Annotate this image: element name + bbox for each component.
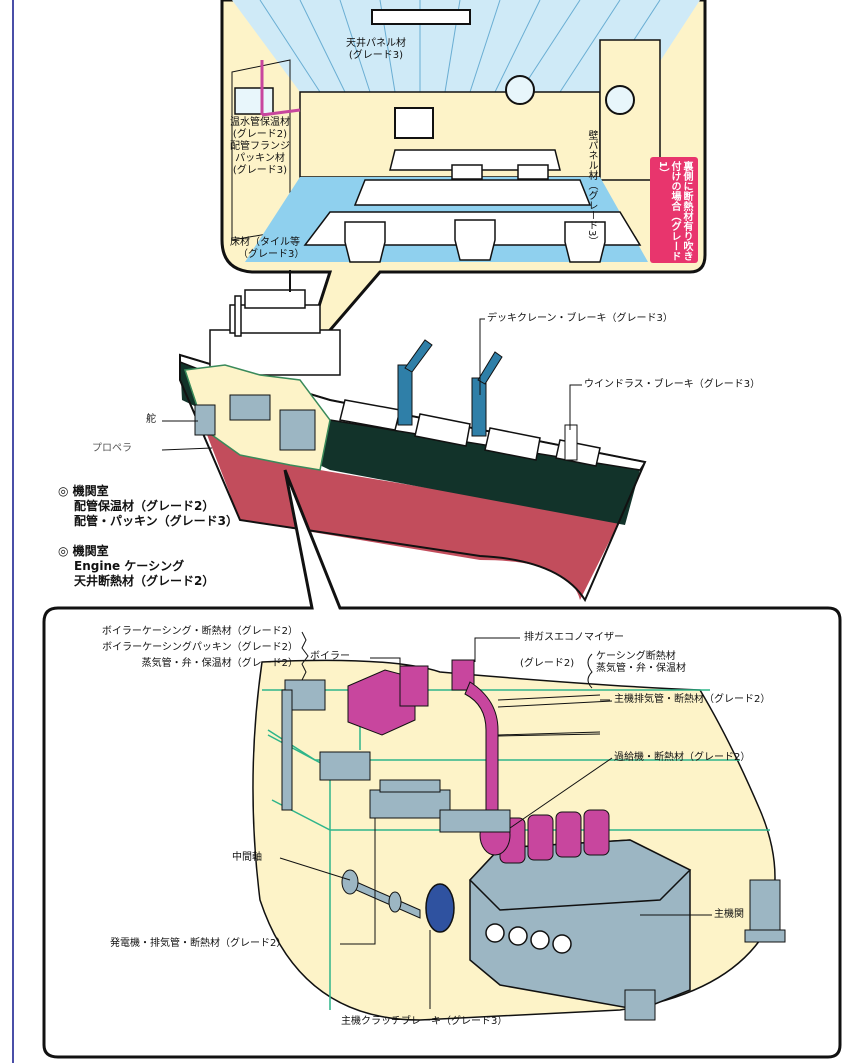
windlass-label: ウインドラス・ブレーキ（グレード3）	[584, 379, 761, 390]
main-engine-label: 主機関	[714, 909, 744, 920]
economizer-steam-pipe: 蒸気管・弁・保温材	[596, 663, 686, 674]
clutch-disc	[425, 883, 455, 933]
deck-crane-label: デッキクレーン・ブレーキ（グレード3）	[487, 313, 673, 324]
turbocharger-label: 過給機・断熱材（グレード2）	[614, 752, 751, 763]
left-border-rule	[12, 0, 14, 1063]
engine-room-note-2-line-2: 天井断熱材（グレード2）	[74, 574, 215, 588]
engine-room-note-2: ◎ 機関室 Engine ケーシング 天井断熱材（グレード2）	[58, 544, 214, 589]
boiler-casing-packing: ボイラーケーシングパッキン（グレード2）	[102, 642, 298, 653]
engine-room-note-1-title: ◎ 機関室	[58, 484, 109, 498]
economizer-items: ケーシング断熱材 蒸気管・弁・保温材	[596, 651, 686, 675]
floor-label: 床材（タイル等 （グレード3）	[230, 237, 304, 261]
engine-room-note-1: ◎ 機関室 配管保温材（グレード2） 配管・パッキン（グレード3）	[58, 484, 238, 529]
hot-water-pipe-name: 温水管保温材	[230, 117, 290, 128]
ceiling-panel-label: 天井パネル材 (グレード3)	[346, 38, 406, 62]
engine-room-note-2-line-1: Engine ケーシング	[74, 559, 185, 573]
rudder-label: 舵	[146, 414, 156, 425]
cabin-callout	[220, 0, 707, 366]
propeller-label: プロペラ	[92, 443, 132, 454]
engine-room-note-1-line-2: 配管・パッキン（グレード3）	[74, 514, 238, 528]
packing-name: パッキン材	[235, 153, 285, 164]
clutch-brake-label: 主機クラッチブレーキ（グレード3）	[341, 1016, 508, 1027]
ship-leader-lines	[161, 318, 582, 451]
boiler-casing-insulation: ボイラーケーシング・断熱材（グレード2）	[101, 626, 298, 637]
generator-label: 発電機・排気管・断熱材（グレード2）	[110, 938, 287, 949]
engine-room-callout	[42, 469, 842, 1059]
boiler-items-label: ボイラーケーシング・断熱材（グレード2） ボイラーケーシングパッキン（グレード2…	[60, 626, 298, 670]
hot-water-pipe-label: 温水管保温材 (グレード2) 配管フランジ パッキン材 (グレード3)	[230, 117, 290, 177]
packing-grade: (グレード3)	[232, 165, 288, 176]
ceiling-panel-name: 天井パネル材	[346, 38, 406, 49]
engine-room-note-1-line-1: 配管保温材（グレード2）	[74, 499, 215, 513]
backside-insulation-text: 裏側に断熱材有り吹き付けの場合（グレード1）	[657, 161, 692, 261]
backside-insulation-badge: 裏側に断熱材有り吹き付けの場合（グレード1）	[650, 157, 698, 263]
economizer-label: 排ガスエコノマイザー	[524, 632, 624, 643]
engine-room-note-2-title: ◎ 機関室	[58, 544, 109, 558]
economizer-casing-insulation: ケーシング断熱材	[596, 651, 676, 662]
engine-leader-lines	[279, 631, 712, 1009]
wall-panel-text: 壁パネル材（グレード3）	[586, 130, 597, 247]
ceiling-panel-grade: (グレード3)	[348, 50, 404, 61]
floor-grade: （グレード3）	[238, 249, 305, 260]
floor-name: 床材（タイル等	[230, 237, 300, 248]
boiler-steam-pipe: 蒸気管・弁・保温材（グレード2）	[141, 658, 298, 669]
hot-water-pipe-grade: (グレード2)	[232, 129, 288, 140]
economizer-grade: (グレード2)	[520, 658, 575, 669]
pipe-flange-name: 配管フランジ	[230, 141, 290, 152]
ship-hull	[179, 270, 647, 603]
wall-panel-label: 壁パネル材（グレード3）	[585, 130, 597, 246]
exhaust-pipe-label: 主機排気管・断熱材（グレード2）	[614, 694, 771, 705]
boiler-label: ボイラー	[310, 651, 350, 662]
intermediate-shaft-label: 中間軸	[232, 852, 262, 863]
